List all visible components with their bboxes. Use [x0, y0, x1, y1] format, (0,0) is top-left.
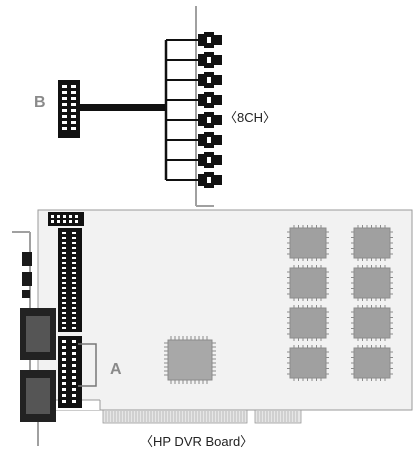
cable-branches [166, 40, 198, 180]
board-caption: 〈HP DVR Board〉 [140, 431, 253, 450]
main-cable [80, 104, 166, 111]
connector-a-label: A [110, 361, 122, 379]
bnc-connector-icon [198, 32, 222, 188]
codec-chip [351, 345, 393, 381]
pin-header-icon [48, 212, 84, 226]
ic-chip-icon [164, 336, 216, 384]
codec-chip [287, 225, 329, 261]
connector-b [58, 80, 80, 138]
codec-chip [351, 225, 393, 261]
long-pin-header [58, 228, 82, 332]
channel-count-label: 〈8CH〉 [224, 107, 276, 126]
codec-chip [287, 305, 329, 341]
dvr-board [12, 210, 412, 446]
breakout-cable-assembly [58, 6, 222, 206]
codec-chip [287, 345, 329, 381]
codec-chip [287, 265, 329, 301]
connector-b-label: B [34, 94, 46, 112]
codec-chip [351, 265, 393, 301]
connector-a [58, 336, 82, 408]
codec-chip [351, 305, 393, 341]
